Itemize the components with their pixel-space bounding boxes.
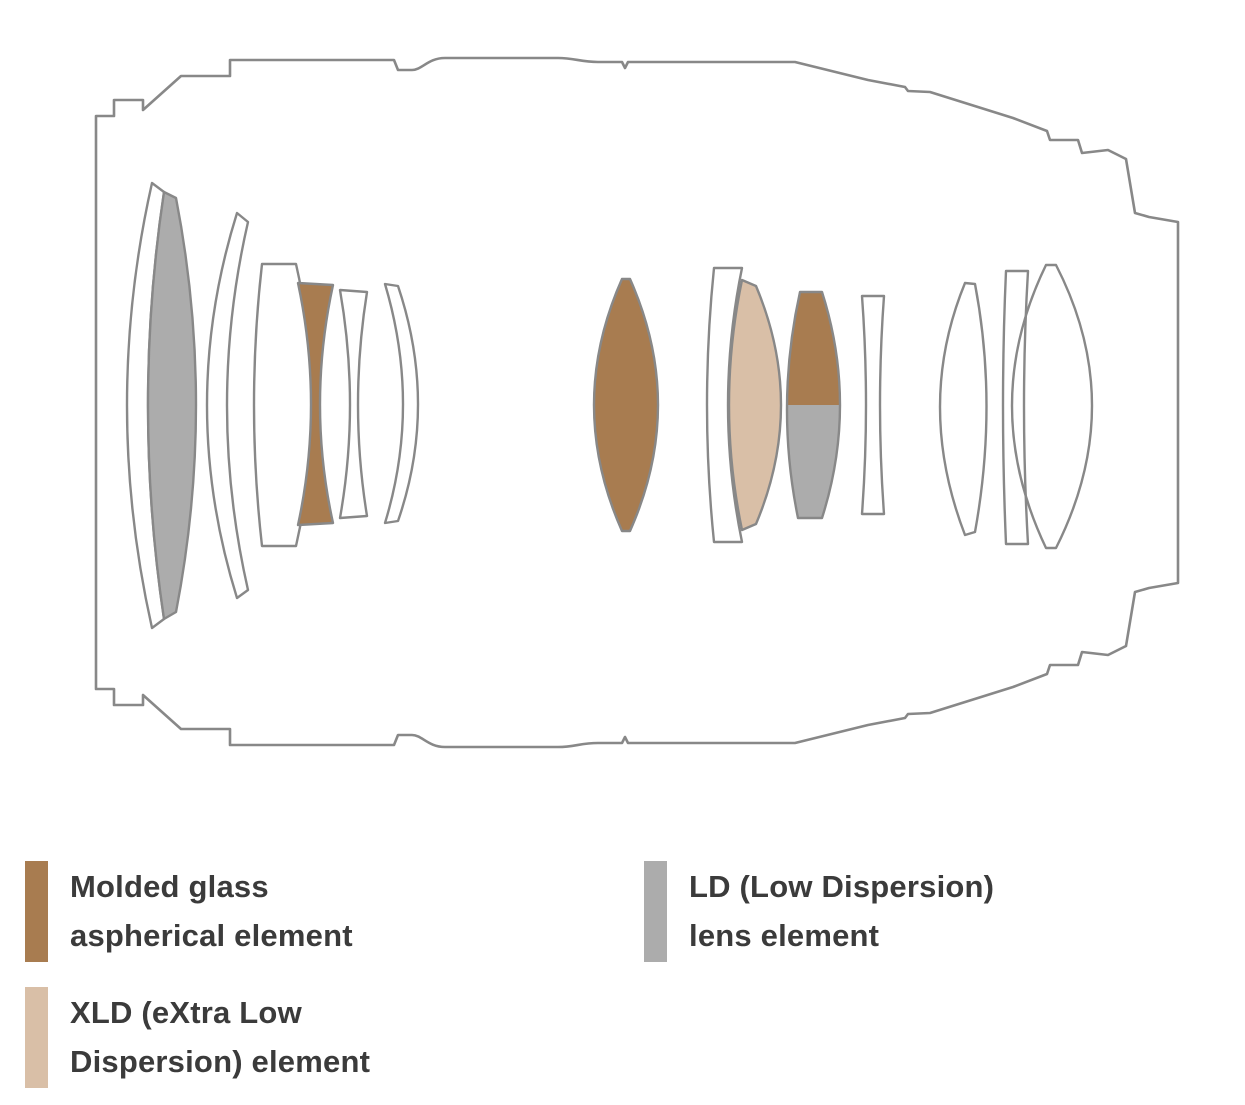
second-meniscus-outline — [205, 211, 250, 600]
ld-color-swatch — [644, 861, 667, 962]
rear-crescent-outline — [1010, 263, 1094, 550]
small-meniscus-outline — [383, 282, 420, 525]
ld-legend-line1: LD (Low Dispersion) — [689, 869, 995, 904]
xld-legend-line1: XLD (eXtra Low — [70, 995, 302, 1030]
xld-legend-label: XLD (eXtra Low Dispersion) element — [70, 987, 370, 1086]
xld-group-outline — [705, 266, 744, 544]
rear-biconvex-outline — [938, 281, 988, 537]
legend-item-ld: LD (Low Dispersion) lens element — [644, 861, 994, 962]
aspherical-legend-line1: Molded glass — [70, 869, 269, 904]
ld-legend-label: LD (Low Dispersion) lens element — [689, 861, 994, 960]
lens-cross-section-diagram — [94, 56, 1180, 749]
aspherical-front-element — [296, 281, 335, 527]
rear-thin-outline — [1001, 269, 1030, 546]
xld-legend-line2: Dispersion) element — [70, 1044, 371, 1079]
ld-legend-line2: lens element — [689, 918, 880, 953]
aspherical-color-swatch — [25, 861, 48, 962]
legend-item-aspherical: Molded glass aspherical element — [25, 861, 353, 962]
xld-color-swatch — [25, 987, 48, 1088]
small-concave-outline — [338, 288, 369, 520]
aspherical-legend-label: Molded glass aspherical element — [70, 861, 353, 960]
aspherical-legend-line2: aspherical element — [70, 918, 353, 953]
thin-plate-outline — [860, 294, 886, 516]
aspherical-middle-element — [592, 277, 660, 533]
xld-element — [727, 278, 783, 532]
legend-item-xld: XLD (eXtra Low Dispersion) element — [25, 987, 370, 1088]
ld-front-element — [146, 190, 198, 621]
lens-barrel-outline — [94, 56, 1180, 749]
